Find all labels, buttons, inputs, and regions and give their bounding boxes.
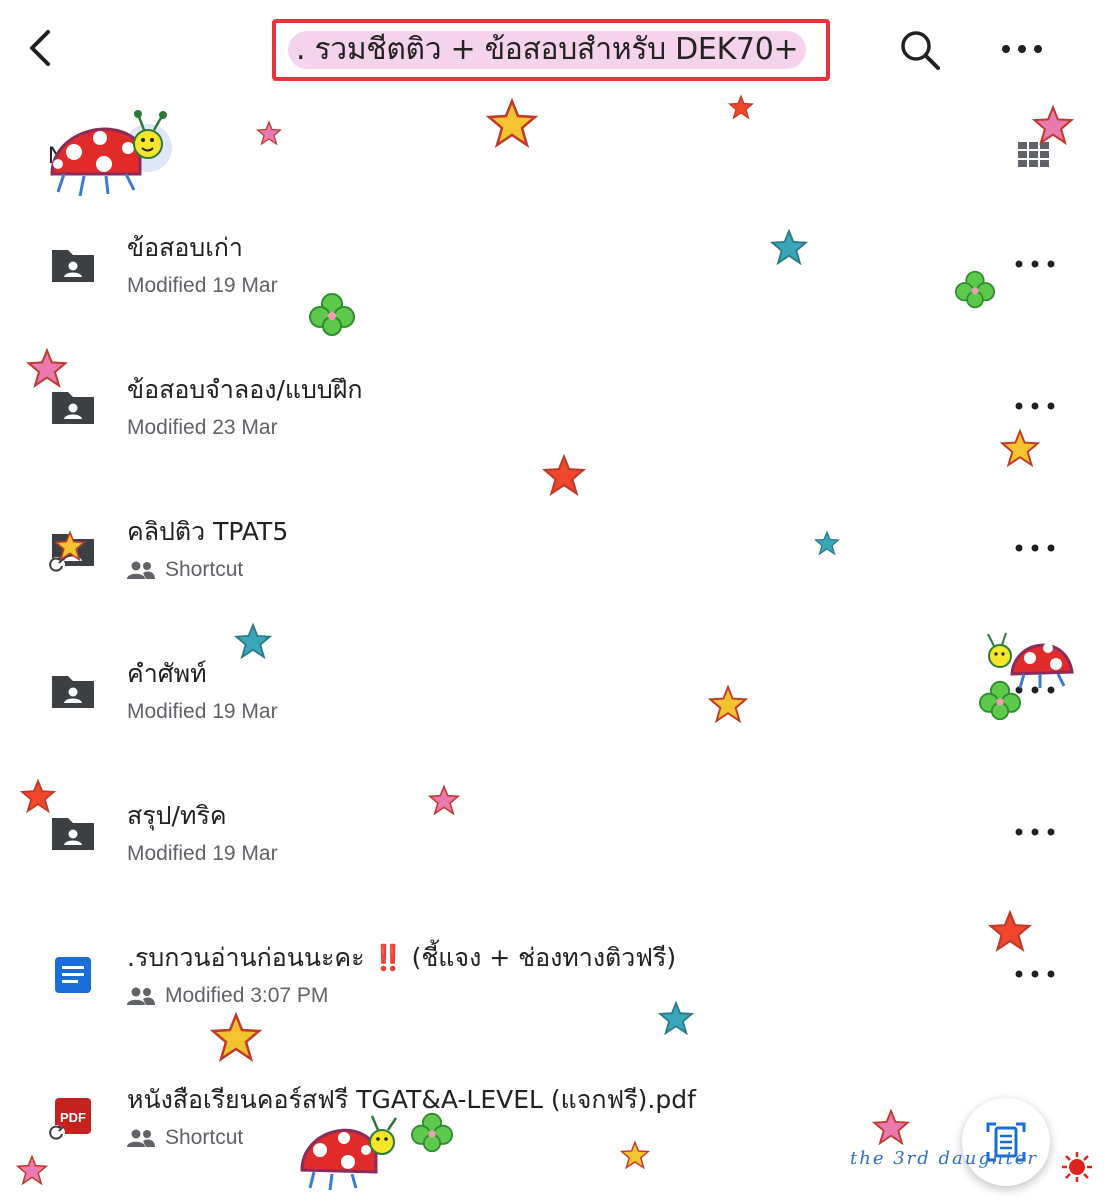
file-more-button[interactable] bbox=[1012, 964, 1058, 984]
star-sticker-icon bbox=[542, 454, 586, 496]
file-modified: Modified 3:07 PM bbox=[165, 984, 329, 1007]
top-app-bar: . รวมชีตติว + ข้อสอบสำหรับ DEK70+ bbox=[0, 0, 1105, 100]
star-sticker-icon bbox=[728, 94, 754, 120]
file-subtitle: Modified 3:07 PM bbox=[127, 984, 328, 1008]
ladybug-sticker-icon bbox=[50, 110, 172, 197]
search-button[interactable] bbox=[896, 26, 944, 74]
shared-people-icon bbox=[127, 987, 155, 1005]
star-sticker-icon bbox=[620, 1140, 650, 1170]
star-sticker-icon bbox=[872, 1108, 910, 1146]
file-modified: Modified 19 Mar bbox=[127, 842, 278, 865]
star-sticker-icon bbox=[988, 910, 1032, 952]
file-subtitle: Modified 19 Mar bbox=[127, 842, 278, 866]
clover-sticker-icon bbox=[978, 680, 1021, 721]
sun-doodle-icon bbox=[1062, 1152, 1092, 1182]
file-name: คลิปติว TPAT5 bbox=[127, 517, 289, 546]
more-options-button[interactable] bbox=[998, 38, 1046, 60]
star-sticker-icon bbox=[26, 348, 68, 388]
scan-document-icon bbox=[986, 1122, 1026, 1162]
file-name: .รบกวนอ่านก่อนนะคะ ‼️ (ชี้แจง + ช่องทางต… bbox=[127, 943, 677, 972]
file-more-button[interactable] bbox=[1012, 254, 1058, 274]
file-row[interactable]: คำศัพท์ Modified 19 Mar bbox=[0, 626, 1105, 768]
star-sticker-icon bbox=[708, 684, 748, 724]
file-row[interactable]: PDF หนังสือเรียนคอร์สฟรี TGAT&A-LEVEL (แ… bbox=[0, 1052, 1105, 1194]
svg-text:PDF: PDF bbox=[60, 1110, 86, 1125]
file-row[interactable]: ข้อสอบจำลอง/แบบฝึก Modified 23 Mar bbox=[0, 342, 1105, 484]
file-more-button[interactable] bbox=[1012, 680, 1058, 700]
back-button[interactable] bbox=[22, 26, 62, 70]
grid-view-button[interactable] bbox=[1012, 138, 1056, 172]
star-sticker-icon bbox=[770, 228, 808, 266]
star-sticker-icon bbox=[234, 622, 272, 660]
star-sticker-icon bbox=[814, 530, 840, 556]
file-row[interactable]: คลิปติว TPAT5 Shortcut bbox=[0, 484, 1105, 626]
star-sticker-icon bbox=[54, 530, 86, 562]
shared-folder-icon bbox=[52, 250, 94, 282]
star-sticker-icon bbox=[16, 1154, 48, 1186]
star-sticker-icon bbox=[486, 98, 538, 148]
page-title: . รวมชีตติว + ข้อสอบสำหรับ DEK70+ bbox=[296, 32, 799, 67]
shared-folder-icon bbox=[52, 676, 94, 708]
file-row[interactable]: ข้อสอบเก่า Modified 19 Mar bbox=[0, 200, 1105, 342]
clover-sticker-icon bbox=[955, 270, 996, 309]
file-modified: Modified 19 Mar bbox=[127, 274, 278, 297]
file-subtitle: Modified 19 Mar bbox=[127, 700, 278, 724]
star-sticker-icon bbox=[210, 1012, 262, 1062]
file-subtitle: Modified 19 Mar bbox=[127, 274, 278, 298]
file-modified: Shortcut bbox=[165, 1126, 244, 1149]
title-highlight-box: . รวมชีตติว + ข้อสอบสำหรับ DEK70+ bbox=[272, 19, 830, 81]
star-sticker-icon bbox=[428, 784, 460, 816]
shared-people-icon bbox=[127, 1129, 155, 1147]
clover-sticker-icon bbox=[411, 1112, 453, 1153]
file-row[interactable]: .รบกวนอ่านก่อนนะคะ ‼️ (ชี้แจง + ช่องทางต… bbox=[0, 910, 1105, 1052]
star-sticker-icon bbox=[256, 120, 282, 146]
star-sticker-icon bbox=[1000, 428, 1040, 468]
file-more-button[interactable] bbox=[1012, 396, 1058, 416]
file-name: ข้อสอบเก่า bbox=[127, 233, 243, 262]
clover-sticker-icon bbox=[309, 293, 355, 336]
scan-document-button[interactable] bbox=[962, 1098, 1050, 1186]
shared-folder-icon bbox=[52, 818, 94, 850]
file-modified: Modified 19 Mar bbox=[127, 700, 278, 723]
star-sticker-icon bbox=[658, 1000, 694, 1036]
file-modified: Modified 23 Mar bbox=[127, 416, 278, 439]
title-highlight: . รวมชีตติว + ข้อสอบสำหรับ DEK70+ bbox=[288, 31, 807, 69]
file-name: คำศัพท์ bbox=[127, 659, 207, 688]
file-name: หนังสือเรียนคอร์สฟรี TGAT&A-LEVEL (แจกฟร… bbox=[127, 1085, 696, 1114]
ladybug-sticker-icon bbox=[987, 632, 1074, 689]
file-subtitle: Modified 23 Mar bbox=[127, 416, 278, 440]
star-sticker-icon bbox=[20, 778, 56, 814]
file-row[interactable]: สรุป/ทริค Modified 19 Mar bbox=[0, 768, 1105, 910]
file-more-button[interactable] bbox=[1012, 822, 1058, 842]
ladybug-sticker-icon bbox=[300, 1115, 398, 1191]
signature-watermark: the 3rd daughter bbox=[850, 1148, 1038, 1169]
star-sticker-icon bbox=[1032, 104, 1074, 146]
file-name: ข้อสอบจำลอง/แบบฝึก bbox=[127, 375, 363, 404]
google-docs-icon bbox=[55, 957, 91, 993]
file-subtitle: Shortcut bbox=[127, 558, 243, 582]
file-modified: Shortcut bbox=[165, 558, 244, 581]
file-more-button[interactable] bbox=[1012, 538, 1058, 558]
file-subtitle: Shortcut bbox=[127, 1126, 243, 1150]
shared-folder-icon bbox=[52, 392, 94, 424]
shared-people-icon bbox=[127, 561, 155, 579]
file-name: สรุป/ทริค bbox=[127, 801, 227, 830]
pdf-shortcut-icon: PDF bbox=[49, 1098, 91, 1141]
